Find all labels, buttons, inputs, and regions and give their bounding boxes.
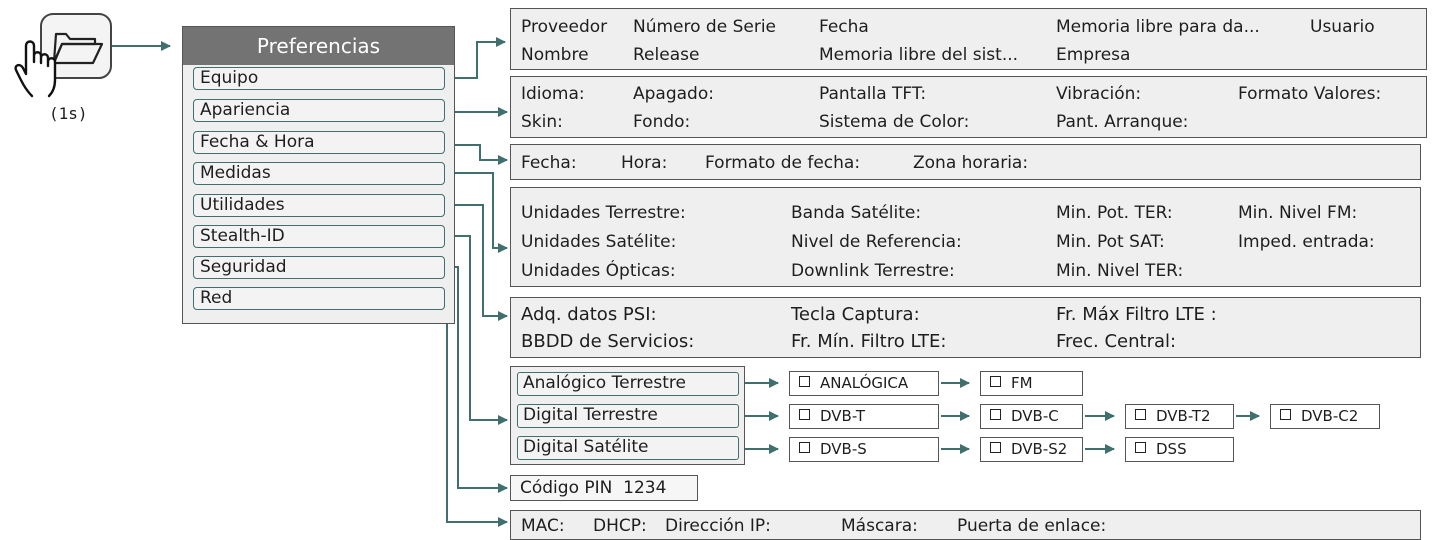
utilidades-field: Adq. datos PSI: (521, 304, 657, 325)
utilidades-field: Tecla Captura: (791, 304, 920, 325)
checkbox-icon (799, 376, 810, 387)
equipo-field: Número de Serie (633, 17, 777, 37)
equipo-field: Usuario (1310, 17, 1375, 37)
red-field: MAC: (521, 516, 565, 536)
medidas-field: Min. Pot SAT: (1056, 232, 1165, 252)
medidas-field: Unidades Terrestre: (521, 203, 686, 223)
apariencia-field: Idioma: (521, 84, 585, 104)
utilidades-field: BBDD de Servicios: (521, 331, 695, 352)
red-field: Dirección IP: (665, 516, 771, 536)
medidas-field: Imped. entrada: (1238, 232, 1375, 252)
menu-item-fecha-hora[interactable]: Fecha & Hora (193, 131, 445, 154)
medidas-field: Banda Satélite: (791, 203, 922, 223)
medidas-field: Min. Pot. TER: (1056, 203, 1173, 223)
fecha-hora-field: Formato de fecha: (705, 153, 861, 173)
menu-item-medidas[interactable]: Medidas (193, 162, 445, 185)
apariencia-field: Skin: (521, 112, 563, 132)
system-dvb-c[interactable]: DVB-C (980, 404, 1083, 429)
red-field: Puerta de enlace: (957, 516, 1107, 536)
menu-title: Preferencias (183, 27, 454, 65)
system-dvb-t[interactable]: DVB-T (789, 404, 939, 429)
seguridad-panel: Código PIN 1234 (510, 475, 698, 501)
apariencia-field: Apagado: (633, 84, 714, 104)
equipo-field: Proveedor (521, 17, 608, 37)
launcher[interactable]: (1s) (0, 0, 120, 140)
equipo-field: Empresa (1056, 45, 1131, 65)
stealth-group-analog-terrestre[interactable]: Analógico Terrestre (517, 372, 739, 396)
apariencia-field: Pantalla TFT: (819, 84, 927, 104)
checkbox-icon (1280, 409, 1291, 420)
checkbox-icon (799, 442, 810, 453)
checkbox-icon (1135, 442, 1146, 453)
equipo-field: Memoria libre del sist... (819, 45, 1019, 65)
fecha-hora-field: Zona horaria: (913, 153, 1029, 173)
menu-item-utilidades[interactable]: Utilidades (193, 194, 445, 217)
utilidades-field: Frec. Central: (1056, 331, 1177, 352)
system-dvb-t2[interactable]: DVB-T2 (1125, 404, 1234, 429)
checkbox-icon (1135, 409, 1146, 420)
checkbox-icon (990, 442, 1001, 453)
red-field: DHCP: (593, 516, 647, 536)
stealth-group-digital-terrestre[interactable]: Digital Terrestre (517, 404, 739, 428)
medidas-field: Min. Nivel FM: (1238, 203, 1358, 223)
menu-item-seguridad[interactable]: Seguridad (193, 256, 445, 279)
equipo-field: Release (633, 45, 700, 65)
utilidades-field: Fr. Mín. Filtro LTE: (791, 331, 947, 352)
medidas-field: Nivel de Referencia: (791, 232, 962, 252)
menu-item-red[interactable]: Red (193, 287, 445, 310)
apariencia-field: Sistema de Color: (819, 112, 970, 132)
equipo-field: Fecha (819, 17, 869, 37)
pin-code: Código PIN 1234 (520, 478, 667, 498)
menu-item-stealth-id[interactable]: Stealth-ID (193, 225, 445, 248)
equipo-field: Memoria libre para da... (1056, 17, 1260, 37)
system-fm[interactable]: FM (980, 371, 1083, 396)
medidas-field: Unidades Ópticas: (521, 261, 676, 281)
red-field: Máscara: (841, 516, 918, 536)
medidas-field: Unidades Satélite: (521, 232, 677, 252)
system-dvb-c2[interactable]: DVB-C2 (1270, 404, 1380, 429)
checkbox-icon (799, 409, 810, 420)
stealth-group-digital-satelite[interactable]: Digital Satélite (517, 436, 739, 460)
apariencia-field: Formato Valores: (1238, 84, 1382, 104)
medidas-field: Min. Nivel TER: (1056, 261, 1184, 281)
red-panel: MAC: DHCP: Dirección IP: Máscara: Puerta… (510, 510, 1421, 540)
fecha-hora-field: Hora: (621, 153, 668, 173)
folder-hand-icon (14, 13, 112, 98)
system-dvb-s2[interactable]: DVB-S2 (980, 437, 1083, 462)
equipo-panel: Proveedor Número de Serie Fecha Memoria … (510, 8, 1427, 70)
menu-item-apariencia[interactable]: Apariencia (193, 99, 445, 122)
checkbox-icon (990, 409, 1001, 420)
fecha-hora-field: Fecha: (521, 153, 577, 173)
preferences-menu: Preferencias Equipo Apariencia Fecha & H… (182, 26, 455, 324)
checkbox-icon (990, 376, 1001, 387)
launcher-duration: (1s) (49, 104, 88, 123)
system-dvb-s[interactable]: DVB-S (789, 437, 939, 462)
utilidades-panel: Adq. datos PSI: Tecla Captura: Fr. Máx F… (510, 297, 1421, 358)
medidas-panel: Unidades Terrestre: Banda Satélite: Min.… (510, 187, 1421, 287)
medidas-field: Downlink Terrestre: (791, 261, 955, 281)
utilidades-field: Fr. Máx Filtro LTE : (1056, 304, 1217, 325)
equipo-field: Nombre (521, 45, 589, 65)
apariencia-panel: Idioma: Apagado: Pantalla TFT: Vibración… (510, 76, 1427, 138)
apariencia-field: Pant. Arranque: (1056, 112, 1189, 132)
fecha-hora-panel: Fecha: Hora: Formato de fecha: Zona hora… (510, 144, 1421, 180)
menu-item-equipo[interactable]: Equipo (193, 67, 445, 90)
apariencia-field: Fondo: (633, 112, 691, 132)
system-dss[interactable]: DSS (1125, 437, 1234, 462)
stealth-id-panel: Analógico Terrestre Digital Terrestre Di… (510, 366, 745, 465)
system-analogica[interactable]: ANALÓGICA (789, 371, 939, 396)
apariencia-field: Vibración: (1056, 84, 1142, 104)
